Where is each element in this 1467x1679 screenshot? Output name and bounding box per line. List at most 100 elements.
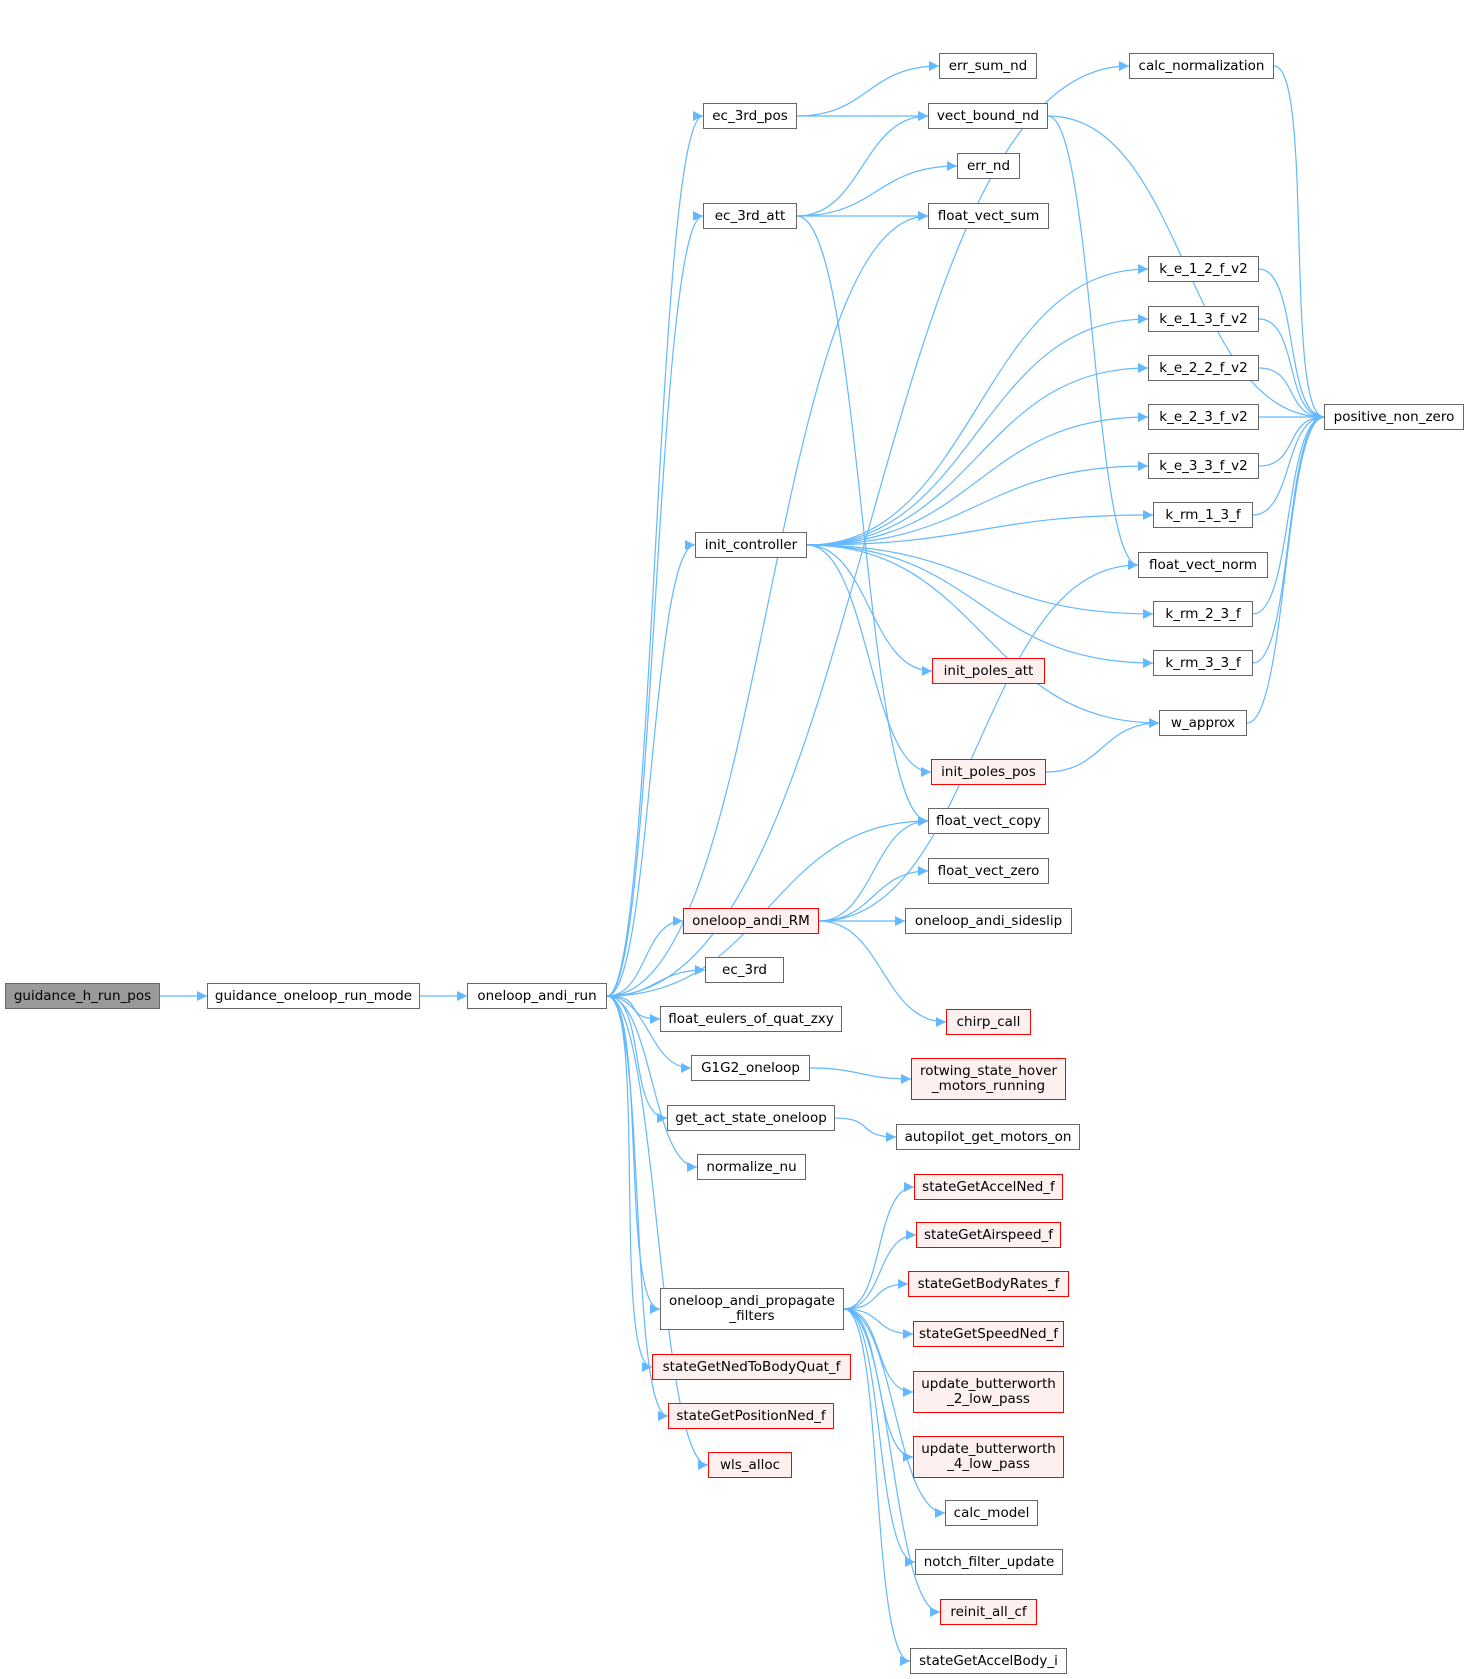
node-w-approx[interactable]: w_approx xyxy=(1159,710,1247,736)
node-init-poles-att[interactable]: init_poles_att xyxy=(932,658,1045,684)
node-g1g2-oneloop[interactable]: G1G2_oneloop xyxy=(691,1055,810,1081)
node-rotwing-state-hover-motors-running[interactable]: rotwing_state_hover _motors_running xyxy=(911,1058,1066,1100)
node-oneloop-andi-sideslip[interactable]: oneloop_andi_sideslip xyxy=(905,908,1072,934)
node-positive-non-zero[interactable]: positive_non_zero xyxy=(1324,404,1464,430)
edge-init-controller-to-k-e-2-3-f-v2 xyxy=(806,412,1149,546)
edge-init-controller-to-k-e-1-3-f-v2 xyxy=(806,314,1149,546)
edge-init-controller-to-k-rm-2-3-f xyxy=(806,544,1154,619)
node-float-vect-sum[interactable]: float_vect_sum xyxy=(928,203,1049,229)
edge-oneloop-andi-run-to-init-controller xyxy=(606,540,696,997)
edge-init-poles-pos-to-w-approx xyxy=(1045,718,1160,773)
node-ec-3rd-att[interactable]: ec_3rd_att xyxy=(703,203,797,229)
edge-init-controller-to-k-e-1-2-f-v2 xyxy=(806,264,1149,546)
node-k-rm-2-3-f[interactable]: k_rm_2_3_f xyxy=(1153,601,1253,627)
edge-oneloop-andi-propagate-filters-to-calc-model xyxy=(843,1308,946,1518)
node-stategetspeedned-f[interactable]: stateGetSpeedNed_f xyxy=(913,1321,1064,1347)
node-chirp-call[interactable]: chirp_call xyxy=(946,1009,1031,1035)
edge-oneloop-andi-propagate-filters-to-reinit-all-cf xyxy=(843,1308,941,1617)
node-stategetbodyrates-f[interactable]: stateGetBodyRates_f xyxy=(908,1271,1069,1297)
node-err-sum-nd[interactable]: err_sum_nd xyxy=(939,53,1037,79)
edge-ec-3rd-att-to-vect-bound-nd xyxy=(796,111,929,217)
edge-oneloop-andi-run-to-float-vect-sum xyxy=(606,211,929,997)
edge-get-act-state-oneloop-to-autopilot-get-motors-on xyxy=(834,1117,897,1142)
node-wls-alloc[interactable]: wls_alloc xyxy=(708,1452,792,1478)
node-notch-filter-update[interactable]: notch_filter_update xyxy=(915,1549,1063,1575)
node-float-vect-norm[interactable]: float_vect_norm xyxy=(1138,552,1268,578)
edge-oneloop-andi-rm-to-chirp-call xyxy=(818,920,947,1027)
edge-init-controller-to-init-poles-pos xyxy=(806,544,932,777)
edge-oneloop-andi-run-to-oneloop-andi-propagate-filters xyxy=(606,995,661,1314)
edge-oneloop-andi-run-to-ec-3rd-pos xyxy=(606,111,704,997)
node-ec-3rd-pos[interactable]: ec_3rd_pos xyxy=(703,103,797,129)
edge-k-e-3-3-f-v2-to-positive-non-zero xyxy=(1258,412,1325,467)
edge-init-controller-to-k-e-2-2-f-v2 xyxy=(806,363,1149,546)
node-k-e-1-3-f-v2[interactable]: k_e_1_3_f_v2 xyxy=(1148,306,1259,332)
node-calc-model[interactable]: calc_model xyxy=(945,1500,1038,1526)
node-get-act-state-oneloop[interactable]: get_act_state_oneloop xyxy=(667,1105,835,1131)
node-float-vect-copy[interactable]: float_vect_copy xyxy=(928,808,1049,834)
edge-calc-normalization-to-positive-non-zero xyxy=(1273,65,1325,422)
node-float-eulers-of-quat-zxy[interactable]: float_eulers_of_quat_zxy xyxy=(660,1006,842,1032)
edge-k-e-2-2-f-v2-to-positive-non-zero xyxy=(1258,367,1325,422)
edge-w-approx-to-positive-non-zero xyxy=(1246,412,1325,724)
node-oneloop-andi-rm[interactable]: oneloop_andi_RM xyxy=(683,908,819,934)
edge-k-rm-1-3-f-to-positive-non-zero xyxy=(1252,412,1325,516)
edge-init-controller-to-w-approx xyxy=(806,544,1160,728)
edge-oneloop-andi-run-to-normalize-nu xyxy=(606,995,698,1172)
edge-oneloop-andi-propagate-filters-to-update-butterworth-2-low-pass xyxy=(843,1308,914,1397)
edge-oneloop-andi-run-to-oneloop-andi-rm xyxy=(606,916,684,997)
node-k-e-2-3-f-v2[interactable]: k_e_2_3_f_v2 xyxy=(1148,404,1259,430)
node-guidance-h-run-pos[interactable]: guidance_h_run_pos xyxy=(5,983,160,1009)
node-stategetaccelbody-i[interactable]: stateGetAccelBody_i xyxy=(910,1648,1067,1674)
node-init-poles-pos[interactable]: init_poles_pos xyxy=(931,759,1046,785)
edge-init-controller-to-k-rm-3-3-f xyxy=(806,544,1154,668)
node-stategetaccelned-f[interactable]: stateGetAccelNed_f xyxy=(914,1174,1063,1200)
edge-oneloop-andi-propagate-filters-to-stategetspeedned-f xyxy=(843,1308,914,1339)
node-oneloop-andi-run[interactable]: oneloop_andi_run xyxy=(467,983,607,1009)
node-reinit-all-cf[interactable]: reinit_all_cf xyxy=(940,1599,1037,1625)
edge-oneloop-andi-run-to-float-eulers-of-quat-zxy xyxy=(606,995,661,1024)
edge-oneloop-andi-run-to-stategetnedtobodyquat-f xyxy=(606,995,653,1372)
edge-oneloop-andi-propagate-filters-to-stategetaccelned-f xyxy=(843,1182,915,1310)
node-k-e-1-2-f-v2[interactable]: k_e_1_2_f_v2 xyxy=(1148,256,1259,282)
edge-k-e-1-2-f-v2-to-positive-non-zero xyxy=(1258,268,1325,422)
node-autopilot-get-motors-on[interactable]: autopilot_get_motors_on xyxy=(896,1124,1080,1150)
node-init-controller[interactable]: init_controller xyxy=(695,532,807,558)
node-ec-3rd[interactable]: ec_3rd xyxy=(705,957,784,983)
node-stategetairspeed-f[interactable]: stateGetAirspeed_f xyxy=(916,1222,1061,1248)
node-err-nd[interactable]: err_nd xyxy=(957,153,1020,179)
edge-ec-3rd-att-to-err-nd xyxy=(796,161,958,217)
edge-oneloop-andi-propagate-filters-to-notch-filter-update xyxy=(843,1308,916,1567)
edge-oneloop-andi-rm-to-float-vect-norm xyxy=(818,560,1139,922)
node-oneloop-andi-propagate-filters[interactable]: oneloop_andi_propagate _filters xyxy=(660,1288,844,1330)
node-vect-bound-nd[interactable]: vect_bound_nd xyxy=(928,103,1048,129)
edge-g1g2-oneloop-to-rotwing-state-hover-motors-running xyxy=(809,1067,912,1084)
edge-oneloop-andi-run-to-g1g2-oneloop xyxy=(606,995,692,1073)
node-guidance-oneloop-run-mode[interactable]: guidance_oneloop_run_mode xyxy=(207,983,420,1009)
edge-oneloop-andi-propagate-filters-to-stategetbodyrates-f xyxy=(843,1279,909,1310)
node-k-rm-1-3-f[interactable]: k_rm_1_3_f xyxy=(1153,502,1253,528)
edge-init-controller-to-k-e-3-3-f-v2 xyxy=(806,461,1149,546)
edge-vect-bound-nd-to-float-vect-norm xyxy=(1047,115,1139,570)
edge-oneloop-andi-run-to-wls-alloc xyxy=(606,995,709,1470)
node-stategetpositionned-f[interactable]: stateGetPositionNed_f xyxy=(668,1403,834,1429)
node-k-e-3-3-f-v2[interactable]: k_e_3_3_f_v2 xyxy=(1148,453,1259,479)
node-k-e-2-2-f-v2[interactable]: k_e_2_2_f_v2 xyxy=(1148,355,1259,381)
node-k-rm-3-3-f[interactable]: k_rm_3_3_f xyxy=(1153,650,1253,676)
edge-oneloop-andi-propagate-filters-to-stategetairspeed-f xyxy=(843,1230,917,1310)
edge-oneloop-andi-propagate-filters-to-stategetaccelbody-i xyxy=(843,1308,911,1666)
node-normalize-nu[interactable]: normalize_nu xyxy=(697,1154,806,1180)
edge-init-controller-to-k-rm-1-3-f xyxy=(806,510,1154,546)
node-update-butterworth-4-low-pass[interactable]: update_butterworth _4_low_pass xyxy=(913,1436,1064,1478)
edge-ec-3rd-pos-to-err-sum-nd xyxy=(796,61,940,117)
edge-oneloop-andi-run-to-stategetpositionned-f xyxy=(606,995,669,1421)
node-stategetnedtobodyquat-f[interactable]: stateGetNedToBodyQuat_f xyxy=(652,1354,851,1380)
edge-oneloop-andi-run-to-ec-3rd-att xyxy=(606,211,704,997)
node-update-butterworth-2-low-pass[interactable]: update_butterworth _2_low_pass xyxy=(913,1371,1064,1413)
edge-k-rm-2-3-f-to-positive-non-zero xyxy=(1252,412,1325,615)
node-float-vect-zero[interactable]: float_vect_zero xyxy=(928,858,1049,884)
node-calc-normalization[interactable]: calc_normalization xyxy=(1129,53,1274,79)
edge-oneloop-andi-run-to-ec-3rd xyxy=(606,965,706,997)
edge-k-e-1-3-f-v2-to-positive-non-zero xyxy=(1258,318,1325,422)
